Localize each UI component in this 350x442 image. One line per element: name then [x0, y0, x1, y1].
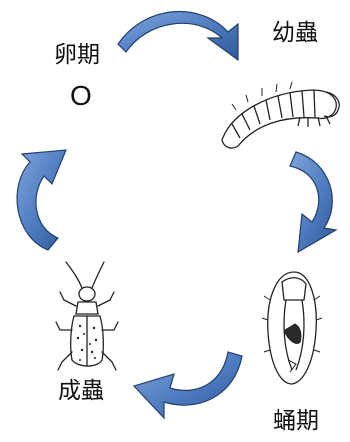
adult-stage-label: 成蟲	[58, 380, 104, 403]
egg-stage-label: 卵期	[54, 44, 100, 67]
larva-stage-label: 幼蟲	[272, 22, 318, 45]
egg-symbol: O	[70, 82, 92, 110]
pupa-stage-label: 蛹期	[273, 410, 319, 433]
